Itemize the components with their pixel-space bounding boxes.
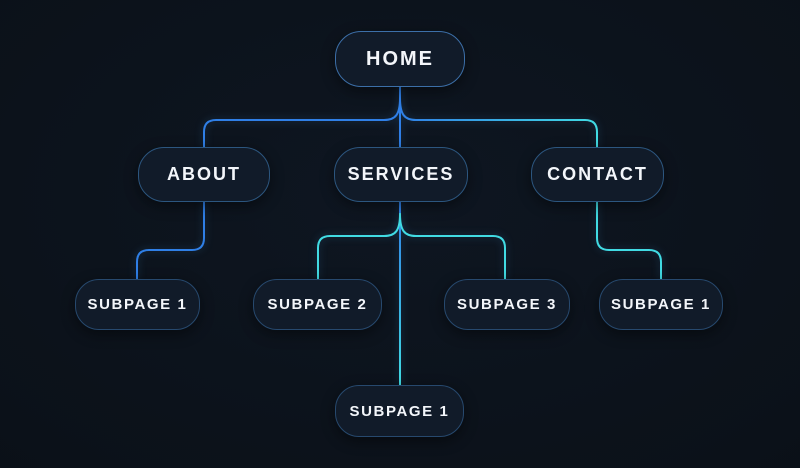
node-services-label: SERVICES	[347, 164, 455, 184]
node-subpage-services-1-label: SUBPAGE 1	[349, 402, 450, 420]
node-subpage-about-1-label: SUBPAGE 1	[87, 296, 188, 313]
edge-home-contact	[399, 97, 598, 148]
node-subpage-services-2: SUBPAGE 2	[253, 279, 382, 330]
node-subpage-contact-1-label: SUBPAGE 1	[611, 296, 711, 313]
node-services: SERVICES	[334, 147, 468, 202]
edge-services-subpage2	[317, 213, 401, 280]
node-subpage-services-2-label: SUBPAGE 2	[267, 296, 368, 313]
node-contact-label: CONTACT	[547, 164, 648, 184]
node-subpage-about-1: SUBPAGE 1	[75, 279, 200, 330]
node-about: ABOUT	[138, 147, 270, 202]
node-contact: CONTACT	[531, 147, 664, 202]
node-subpage-services-3: SUBPAGE 3	[444, 279, 570, 330]
node-home: HOME	[335, 31, 465, 87]
node-home-label: HOME	[366, 47, 434, 70]
edge-home-about	[203, 97, 401, 148]
node-subpage-services-3-label: SUBPAGE 3	[457, 296, 557, 313]
node-subpage-contact-1: SUBPAGE 1	[599, 279, 723, 330]
edge-contact-subpage1	[596, 201, 662, 280]
node-subpage-services-1: SUBPAGE 1	[335, 385, 464, 437]
edge-services-subpage3	[399, 213, 506, 280]
node-about-label: ABOUT	[167, 164, 241, 184]
edge-about-subpage1	[136, 201, 205, 280]
